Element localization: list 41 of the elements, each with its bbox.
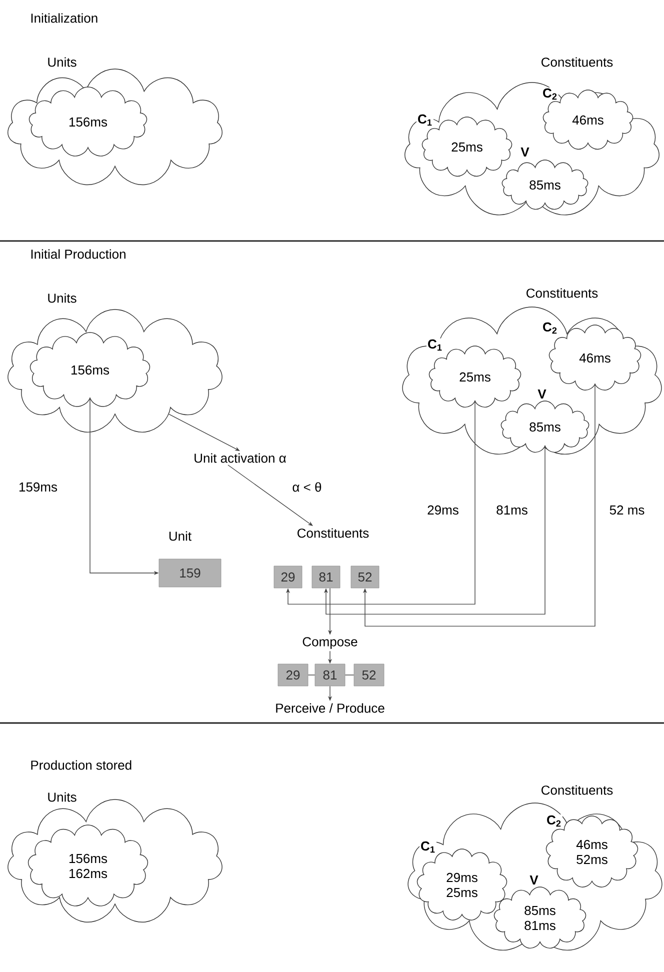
heading: Units: [46, 56, 78, 68]
heading: C$_{1}$: [420, 840, 436, 854]
text-label: Constituents: [298, 528, 369, 538]
heading: Units: [46, 791, 78, 803]
edge-label: 159ms: [18, 481, 58, 493]
value-box: 159: [158, 558, 222, 588]
cloud: 85ms: [502, 160, 588, 210]
edge-label: 52 ms: [608, 504, 646, 516]
heading: C$_{2}$: [546, 814, 562, 828]
cloud: 156ms: [28, 86, 148, 156]
heading: C$_{2}$: [542, 321, 558, 335]
text-label: Unit activation α: [194, 453, 286, 463]
value-box: 29: [278, 664, 308, 686]
heading: Constituents: [540, 784, 614, 796]
cloud: 156ms 162ms: [28, 824, 148, 906]
value-box: 81: [312, 566, 340, 588]
cloud: 156ms: [30, 332, 150, 407]
heading: V: [528, 874, 540, 886]
section-heading: Initialization: [31, 13, 98, 23]
edge-label: 29ms: [426, 504, 460, 516]
text-label: Perceive / Produce: [276, 703, 384, 713]
section-heading: Initial Production: [31, 249, 126, 259]
heading: Units: [46, 292, 78, 304]
heading: Constituents: [524, 287, 600, 299]
heading: Constituents: [540, 56, 614, 68]
value-box: 52: [350, 566, 380, 588]
edge-label: 81ms: [495, 504, 529, 516]
heading: Unit: [167, 530, 193, 542]
edge-label: α < θ: [291, 481, 323, 493]
heading: C$_{2}$: [542, 87, 558, 101]
text-label: Compose: [302, 637, 358, 649]
cloud: 85ms 81ms: [494, 886, 586, 949]
section-heading: Production stored: [31, 760, 132, 770]
heading: V: [536, 388, 548, 400]
heading: C$_{1}$: [416, 113, 434, 127]
value-box: 29: [274, 566, 302, 588]
value-box: 81: [314, 664, 346, 686]
value-box: 52: [354, 664, 384, 686]
cloud: 85ms: [500, 400, 590, 453]
heading: V: [520, 146, 530, 158]
heading: C$_{1}$: [426, 338, 444, 352]
